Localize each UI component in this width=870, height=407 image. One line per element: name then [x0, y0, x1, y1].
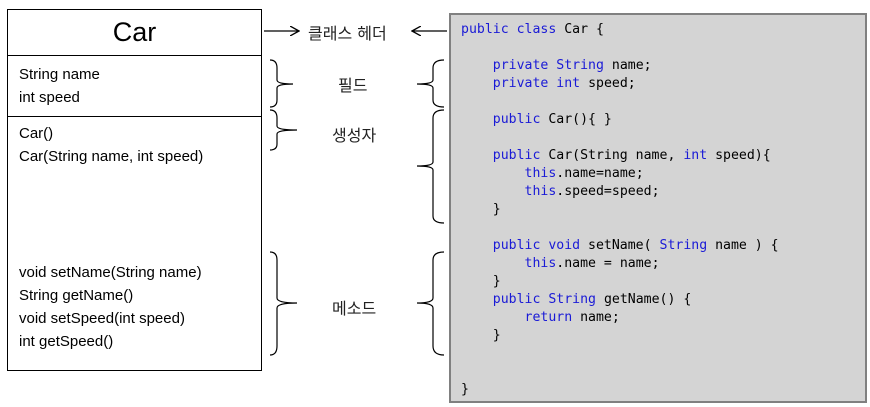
- code-text: .name = name;: [556, 256, 660, 271]
- code-text: Car(String name,: [540, 148, 684, 163]
- code-line: public Car(){ }: [461, 111, 865, 129]
- code-line: public class Car {: [461, 21, 865, 39]
- brace-ctors-right-icon: [416, 109, 445, 224]
- code-line: this.name = name;: [461, 255, 865, 273]
- uml-class-box: Car String name int speed Car() Car(Stri…: [7, 9, 262, 371]
- uml-method: void setSpeed(int speed): [19, 310, 185, 327]
- code-keyword: return: [524, 310, 573, 325]
- code-line: }: [461, 273, 865, 291]
- code-keyword: this: [524, 256, 557, 271]
- code-line: }: [461, 381, 865, 399]
- code-text: }: [461, 382, 469, 397]
- code-keyword: this: [524, 166, 557, 181]
- code-text: Car(){ }: [540, 112, 612, 127]
- uml-constructor: Car(): [19, 125, 54, 142]
- brace-fields-left-icon: [269, 59, 294, 108]
- code-line: [461, 93, 865, 111]
- uml-method: String getName(): [19, 287, 134, 304]
- uml-method: void setName(String name): [19, 264, 202, 281]
- code-keyword: String: [548, 292, 596, 307]
- code-keyword: int: [556, 76, 581, 91]
- uml-fields-section: String name int speed: [8, 56, 261, 117]
- code-keyword: String: [556, 58, 604, 73]
- code-line: [461, 39, 865, 57]
- uml-field: int speed: [19, 89, 80, 106]
- code-line: public Car(String name, int speed){: [461, 147, 865, 165]
- code-line: public String getName() {: [461, 291, 865, 309]
- code-line: public void setName( String name ) {: [461, 237, 865, 255]
- code-text: .name=name;: [556, 166, 644, 181]
- brace-methods-right-icon: [416, 251, 445, 356]
- code-text: }: [492, 202, 501, 217]
- code-text: speed){: [707, 148, 771, 163]
- code-line: }: [461, 327, 865, 345]
- code-text: }: [492, 328, 501, 343]
- label-constructors: 생성자: [332, 126, 377, 145]
- code-text: .speed=speed;: [556, 184, 660, 199]
- uml-method: int getSpeed(): [19, 333, 114, 350]
- label-class-header: 클래스 헤더: [308, 24, 387, 43]
- code-line: private String name;: [461, 57, 865, 75]
- code-keyword: public: [492, 148, 541, 163]
- code-text: name ) {: [707, 238, 779, 253]
- label-fields: 필드: [338, 76, 368, 95]
- uml-methods-section: void setName(String name) String getName…: [8, 256, 261, 353]
- code-line: private int speed;: [461, 75, 865, 93]
- code-keyword: private: [492, 58, 549, 73]
- code-line: this.name=name;: [461, 165, 865, 183]
- code-keyword: public void: [492, 238, 581, 253]
- code-panel: public class Car { private String name; …: [449, 13, 867, 403]
- code-text: name;: [603, 58, 652, 73]
- code-text: setName(: [580, 238, 660, 253]
- uml-field: String name: [19, 66, 100, 83]
- code-text: }: [492, 274, 501, 289]
- brace-fields-right-icon: [416, 59, 445, 108]
- code-keyword: public class: [461, 22, 557, 37]
- code-keyword: String: [659, 238, 708, 253]
- code-keyword: int: [683, 148, 708, 163]
- code-text: name;: [572, 310, 620, 325]
- code-keyword: public: [492, 292, 541, 307]
- code-line: }: [461, 201, 865, 219]
- uml-constructors-section: Car() Car(String name, int speed): [8, 117, 261, 168]
- brace-methods-left-icon: [269, 251, 298, 356]
- code-line: [461, 363, 865, 381]
- code-text: getName() {: [596, 292, 692, 307]
- code-text: Car {: [556, 22, 604, 37]
- code-line: this.speed=speed;: [461, 183, 865, 201]
- code-line: return name;: [461, 309, 865, 327]
- code-line: [461, 345, 865, 363]
- uml-constructor: Car(String name, int speed): [19, 148, 204, 165]
- uml-class-name: Car: [8, 10, 261, 56]
- code-line: [461, 129, 865, 147]
- code-keyword: private: [492, 76, 549, 91]
- label-methods: 메소드: [332, 299, 377, 318]
- code-text: speed;: [580, 76, 636, 91]
- code-keyword: this: [524, 184, 557, 199]
- brace-ctors-left-icon: [269, 109, 298, 151]
- code-line: [461, 219, 865, 237]
- code-keyword: public: [492, 112, 541, 127]
